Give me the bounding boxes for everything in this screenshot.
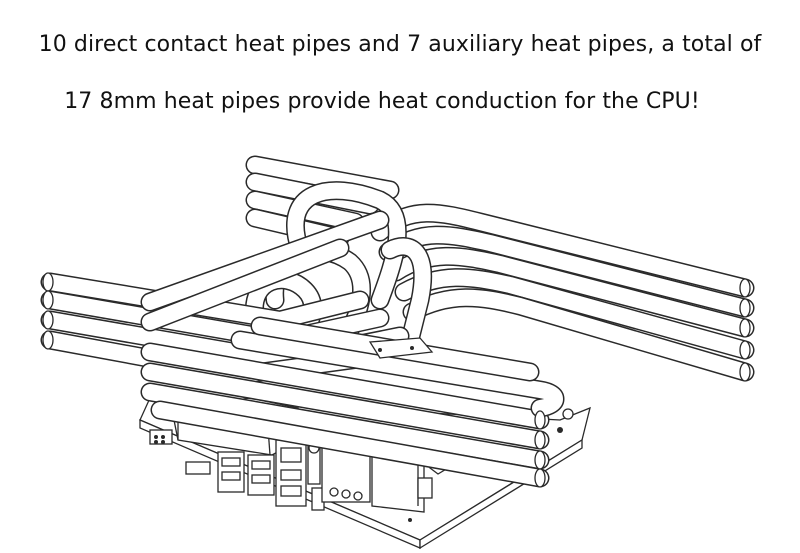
- caption-line-1: 10 direct contact heat pipes and 7 auxil…: [38, 32, 762, 57]
- heat-pipes-rear-diagonal: [140, 210, 390, 332]
- caption-line-2: 17 8mm heat pipes provide heat conductio…: [64, 89, 700, 114]
- heat-pipes-front: [140, 316, 565, 488]
- heat-pipes-u-bends: [245, 181, 433, 350]
- cpu-contact-base: [368, 337, 434, 359]
